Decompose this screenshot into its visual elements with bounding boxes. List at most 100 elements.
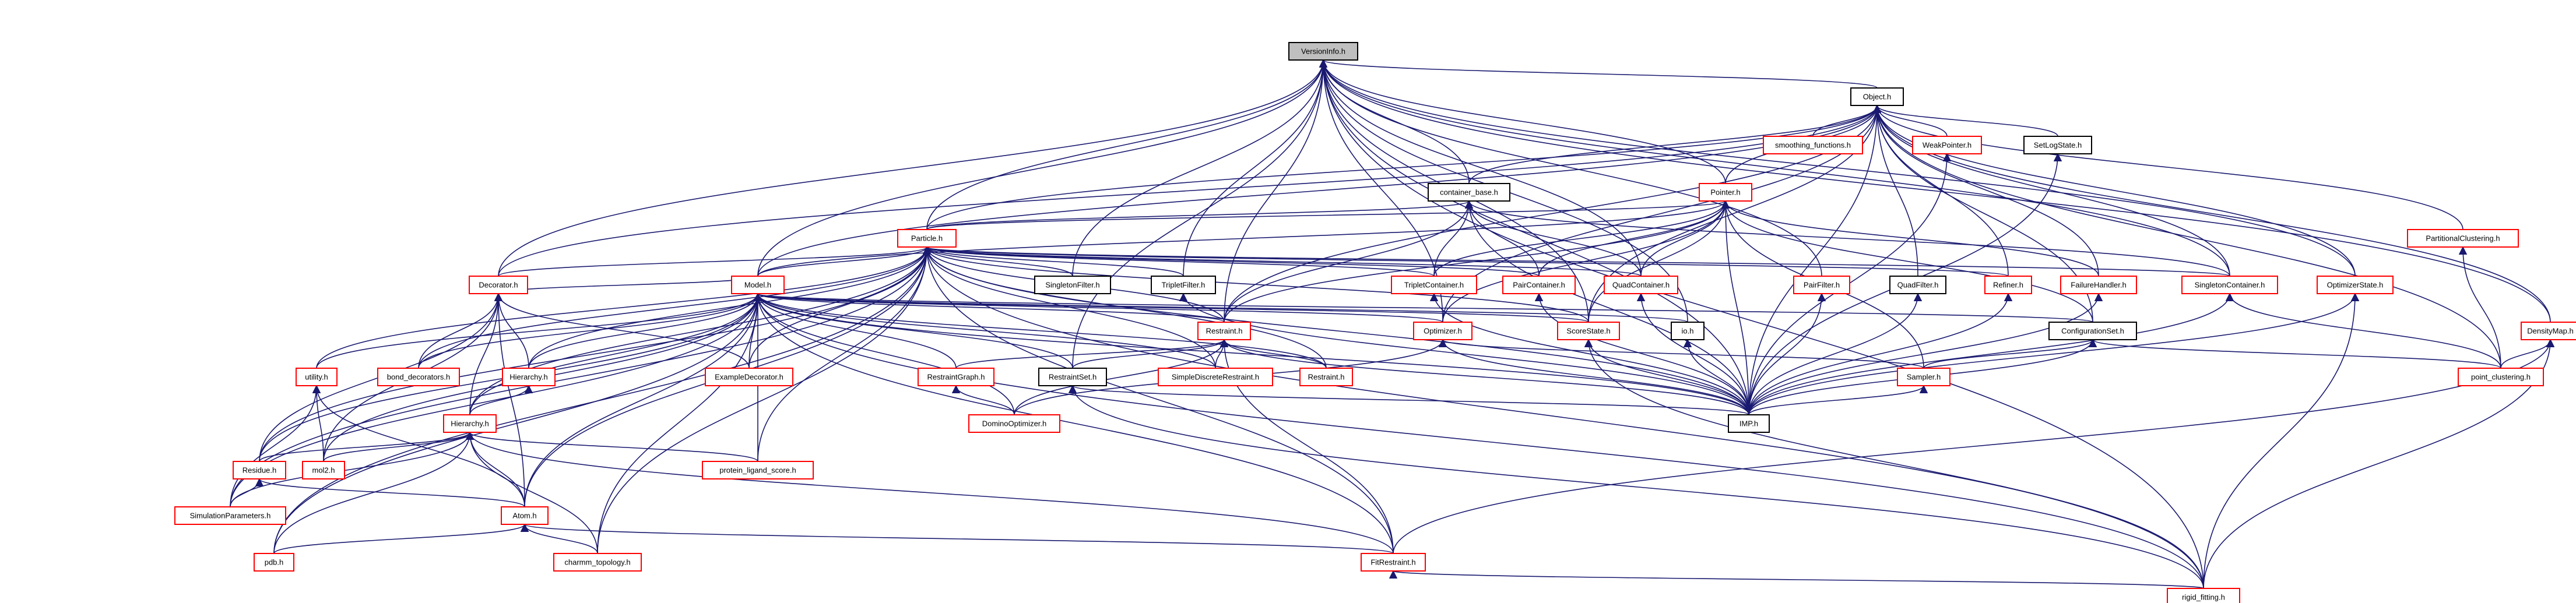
edge-hierarchy1-to-model	[528, 292, 762, 369]
node-utility-label: utility.h	[305, 373, 328, 382]
node-simplediscrete[interactable]: SimpleDiscreteRestraint.h	[1158, 368, 1273, 386]
node-hierarchy1-label: Hierarchy.h	[509, 373, 548, 382]
node-restraintgraph[interactable]: RestraintGraph.h	[918, 368, 994, 386]
node-atom[interactable]: Atom.h	[501, 506, 549, 525]
node-smoothing[interactable]: smoothing_functions.h	[1763, 136, 1863, 154]
node-optimizer[interactable]: Optimizer.h	[1413, 322, 1472, 340]
node-setlogstate-box	[2023, 136, 2092, 154]
edge-pointclustering-to-object	[1872, 104, 2501, 369]
node-sampler-box	[1897, 368, 1951, 386]
edge-residue-to-particle	[259, 246, 932, 462]
node-mol2[interactable]: mol2.h	[302, 461, 345, 479]
node-exampledecorator[interactable]: ExampleDecorator.h	[705, 368, 793, 386]
node-utility[interactable]: utility.h	[296, 368, 338, 386]
node-singletoncontainer[interactable]: SingletonContainer.h	[2181, 276, 2278, 294]
node-setlogstate[interactable]: SetLogState.h	[2023, 136, 2092, 154]
edge-optimizerstate-to-versioninfo	[1319, 59, 2356, 277]
node-restraint2[interactable]: Restraint.h	[1299, 368, 1353, 386]
edge-exampledecorator-to-decorator	[494, 292, 750, 369]
edge-imp-to-pairfilter	[1748, 292, 1826, 415]
edge-fitrestraint-to-atom	[521, 523, 1394, 554]
node-residue[interactable]: Residue.h	[233, 461, 286, 479]
edge-quadcontainer-to-particle	[923, 246, 1642, 277]
node-optimizerstate-box	[2317, 276, 2394, 294]
edge-proteinligand-to-particle	[757, 246, 932, 462]
node-model[interactable]: Model.h	[731, 276, 785, 294]
node-restraintset-box	[1038, 368, 1107, 386]
node-quadcontainer[interactable]: QuadContainer.h	[1604, 276, 1678, 294]
node-scorestate[interactable]: ScoreState.h	[1557, 322, 1620, 340]
node-quadfilter-box	[1889, 276, 1946, 294]
node-pointclustering[interactable]: point_clustering.h	[2458, 368, 2544, 386]
node-fitrestraint[interactable]: FitRestraint.h	[1361, 553, 1426, 572]
edge-imp-to-optimizerstate	[1748, 292, 2360, 415]
node-simparams[interactable]: SimulationParameters.h	[174, 506, 286, 525]
edge-restraint-to-model	[754, 292, 1225, 323]
node-sampler-label: Sampler.h	[1907, 373, 1941, 382]
node-optimizer-box	[1413, 322, 1472, 340]
node-hierarchy1[interactable]: Hierarchy.h	[502, 368, 556, 386]
node-restraintgraph-box	[918, 368, 994, 386]
node-dominooptimizer[interactable]: DominoOptimizer.h	[968, 414, 1060, 433]
node-partclust[interactable]: PartitionalClustering.h	[2407, 229, 2519, 248]
node-io[interactable]: io.h	[1671, 322, 1705, 340]
node-restraint-label: Restraint.h	[1206, 327, 1243, 336]
node-tripletfilter[interactable]: TripletFilter.h	[1151, 276, 1216, 294]
edge-scorestate-to-pointer	[1588, 200, 1730, 323]
edge-failurehandler-to-object	[1872, 104, 2099, 277]
edge-restraint2-to-restraint	[1220, 338, 1327, 369]
node-simplediscrete-box	[1158, 368, 1273, 386]
edge-particle-to-object	[926, 104, 1882, 230]
node-rigidfitting[interactable]: rigid_fitting.h	[2167, 588, 2240, 603]
node-restraintset[interactable]: RestraintSet.h	[1038, 368, 1107, 386]
edge-rigidfitting-to-densitymap	[2203, 338, 2555, 589]
edge-sampler-to-configset	[1923, 338, 2097, 369]
edge-setlogstate-to-object	[1872, 104, 2058, 137]
edge-imp-to-paircontainer	[1534, 292, 1749, 415]
node-optimizerstate[interactable]: OptimizerState.h	[2317, 276, 2394, 294]
node-singletonfilter[interactable]: SingletonFilter.h	[1034, 276, 1111, 294]
node-imp[interactable]: IMP.h	[1728, 414, 1770, 433]
edge-imp-to-singletoncontainer	[1748, 292, 2234, 415]
node-object[interactable]: Object.h	[1850, 87, 1904, 106]
node-configset[interactable]: ConfigurationSet.h	[2048, 322, 2137, 340]
node-paircontainer[interactable]: PairContainer.h	[1502, 276, 1576, 294]
node-pdb[interactable]: pdb.h	[254, 553, 294, 572]
edge-pointclustering-to-singletoncontainer	[2225, 292, 2501, 369]
edge-pdb-to-hierarchy2	[273, 431, 475, 554]
edge-imp-to-pointer	[1721, 200, 1749, 415]
node-quadfilter[interactable]: QuadFilter.h	[1889, 276, 1946, 294]
node-particle-box	[897, 229, 957, 248]
node-failurehandler[interactable]: FailureHandler.h	[2060, 276, 2137, 294]
edge-restraint-to-versioninfo	[1224, 59, 1328, 323]
node-bonddecorators[interactable]: bond_decorators.h	[377, 368, 460, 386]
node-weakpointer[interactable]: WeakPointer.h	[1912, 136, 1982, 154]
node-failurehandler-box	[2060, 276, 2137, 294]
edge-singletoncontainer-to-particle	[923, 246, 2230, 277]
node-restraint[interactable]: Restraint.h	[1197, 322, 1251, 340]
node-containerbase-box	[1428, 183, 1510, 202]
node-proteinligand[interactable]: protein_ligand_score.h	[702, 461, 814, 479]
node-particle[interactable]: Particle.h	[897, 229, 957, 248]
node-pointer[interactable]: Pointer.h	[1699, 183, 1752, 202]
edge-rigidfitting-to-restraintset	[1068, 385, 2204, 589]
node-charmm[interactable]: charmm_topology.h	[553, 553, 642, 572]
node-rigidfitting-box	[2167, 588, 2240, 603]
node-hierarchy2[interactable]: Hierarchy.h	[443, 414, 497, 433]
node-rigidfitting-label: rigid_fitting.h	[2182, 593, 2225, 602]
node-tripletcontainer[interactable]: TripletContainer.h	[1391, 276, 1477, 294]
node-configset-box	[2048, 322, 2137, 340]
edge-model-to-pointer	[757, 200, 1730, 277]
edge-fitrestraint-to-model	[753, 292, 1394, 554]
node-residue-label: Residue.h	[243, 466, 277, 475]
node-restraintset-label: RestraintSet.h	[1049, 373, 1097, 382]
node-optimizerstate-label: OptimizerState.h	[2327, 281, 2384, 290]
node-pairfilter[interactable]: PairFilter.h	[1793, 276, 1850, 294]
edge-configset-to-model	[754, 292, 2093, 323]
node-densitymap[interactable]: DensityMap.h	[2521, 322, 2576, 340]
node-sampler[interactable]: Sampler.h	[1897, 368, 1951, 386]
node-containerbase[interactable]: container_base.h	[1428, 183, 1510, 202]
node-refiner[interactable]: Refiner.h	[1984, 276, 2032, 294]
edge-imp-to-model	[754, 292, 1749, 415]
node-decorator[interactable]: Decorator.h	[469, 276, 528, 294]
